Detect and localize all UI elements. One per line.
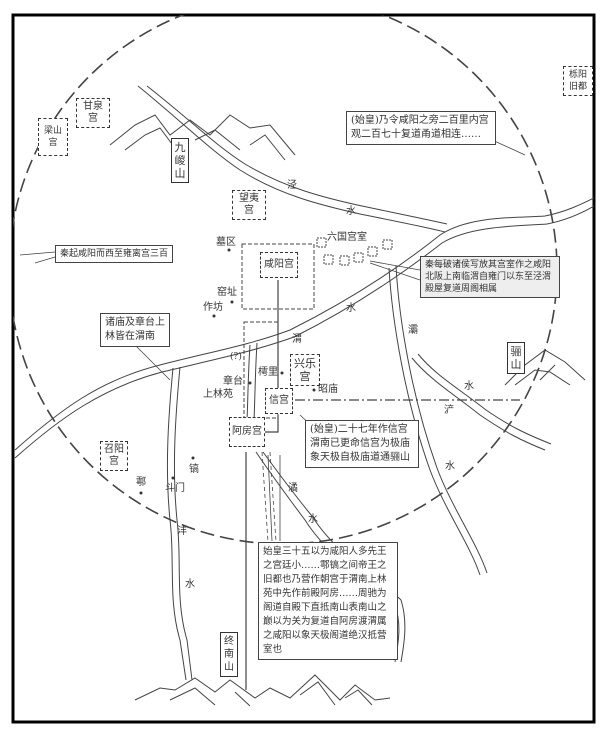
shanglin-park-label: 上林苑 xyxy=(203,389,233,400)
zhongnan-mountain-label: 终南山 xyxy=(220,632,238,677)
two-hundred-li-note: (始皇)乃令咸阳之旁二百里内宫观二百七十复道甬道相连…… xyxy=(346,111,496,145)
jing-river xyxy=(137,85,448,233)
feng-river-label: 沣 xyxy=(177,526,187,537)
leader-lines xyxy=(19,138,526,542)
xianyang-palace: 咸阳宫 xyxy=(260,252,298,278)
road-xin-afang xyxy=(262,415,279,433)
uncertain-mark: (?) xyxy=(230,352,242,362)
ganquan-palace: 甘泉宫 xyxy=(76,98,110,128)
jing-river-label: 泾 xyxy=(287,180,297,191)
chan-river xyxy=(411,353,552,451)
tomb-area-label: 墓区 xyxy=(216,237,236,248)
kiln-site-label: 窑址 xyxy=(217,287,237,298)
chan-river-shui-label: 水 xyxy=(445,461,455,472)
hao-label: 镐 xyxy=(189,464,199,475)
wei-river-label: 渭 xyxy=(292,334,302,345)
doumen-label: 斗门 xyxy=(165,483,185,494)
wei-river-shui-label: 水 xyxy=(346,303,356,314)
wei-river xyxy=(14,197,594,459)
jiuzong-mountain-label: 九嵕山 xyxy=(171,138,189,183)
liangshan-palace: 梁山宫 xyxy=(38,118,68,156)
chuli-label: 樗里 xyxy=(258,367,278,378)
zhao-temple-label: 昭庙 xyxy=(318,384,338,395)
workshop-label: 作坊 xyxy=(203,302,223,313)
jue-river-label: 潏 xyxy=(288,483,298,494)
feng-river xyxy=(166,366,193,681)
feng-river-shui-label: 水 xyxy=(185,579,195,590)
jing-river-shui-label: 水 xyxy=(346,206,356,217)
six-states-palaces-label: 六国宫室 xyxy=(327,232,367,243)
ba-river xyxy=(388,265,488,576)
xin-palace-note: (始皇)二十七年作信宫渭南已更命信宫为极庙象天极自极庙道通骊山 xyxy=(305,420,419,468)
xianyang-city-wall xyxy=(241,243,315,310)
afang-palace: 阿房宫 xyxy=(229,417,265,447)
six-states-palace-squares xyxy=(316,237,393,266)
south-of-wei-note: 诸庙及章台上林皆在渭南 xyxy=(100,313,170,347)
ba-river-shui-label: 水 xyxy=(464,381,474,392)
map-frame xyxy=(11,13,596,724)
yueyang-old-capital: 栎阳旧都 xyxy=(563,66,593,96)
xin-palace: 信宫 xyxy=(265,388,293,414)
xingle-palace: 兴乐宫 xyxy=(290,354,320,386)
road-dashed-afang xyxy=(261,451,277,543)
zhaoyang-palace: 召阳宫 xyxy=(100,441,128,471)
west-palaces-note: 秦起咸阳而西至雍离宫三百 xyxy=(55,245,174,263)
six-states-note: 秦每破诸侯写放其宫室作之咸阳北阪上南临渭自雍门以东至泾渭殿屋复道周阁相属 xyxy=(420,256,560,298)
jiuzong-mountain-drawing xyxy=(109,114,296,161)
chan-river-label: 浐 xyxy=(444,405,454,416)
wangyi-palace: 望夷宫 xyxy=(232,190,266,220)
hu-label: 鄠 xyxy=(136,477,146,488)
jue-river-shui-label: 水 xyxy=(308,514,318,525)
site-dots xyxy=(139,248,316,495)
zhongnan-mountain-drawing xyxy=(134,674,391,707)
lishan-label: 骊山 xyxy=(507,342,525,374)
afang-palace-note: 始皇三十五以为咸阳人多先王之宫廷小……鄠镐之间帝王之旧都也乃营作朝宫于渭南上林苑… xyxy=(258,542,398,660)
zhangtai-label: 章台 xyxy=(223,376,243,387)
ba-river-label: 灞 xyxy=(408,325,418,336)
